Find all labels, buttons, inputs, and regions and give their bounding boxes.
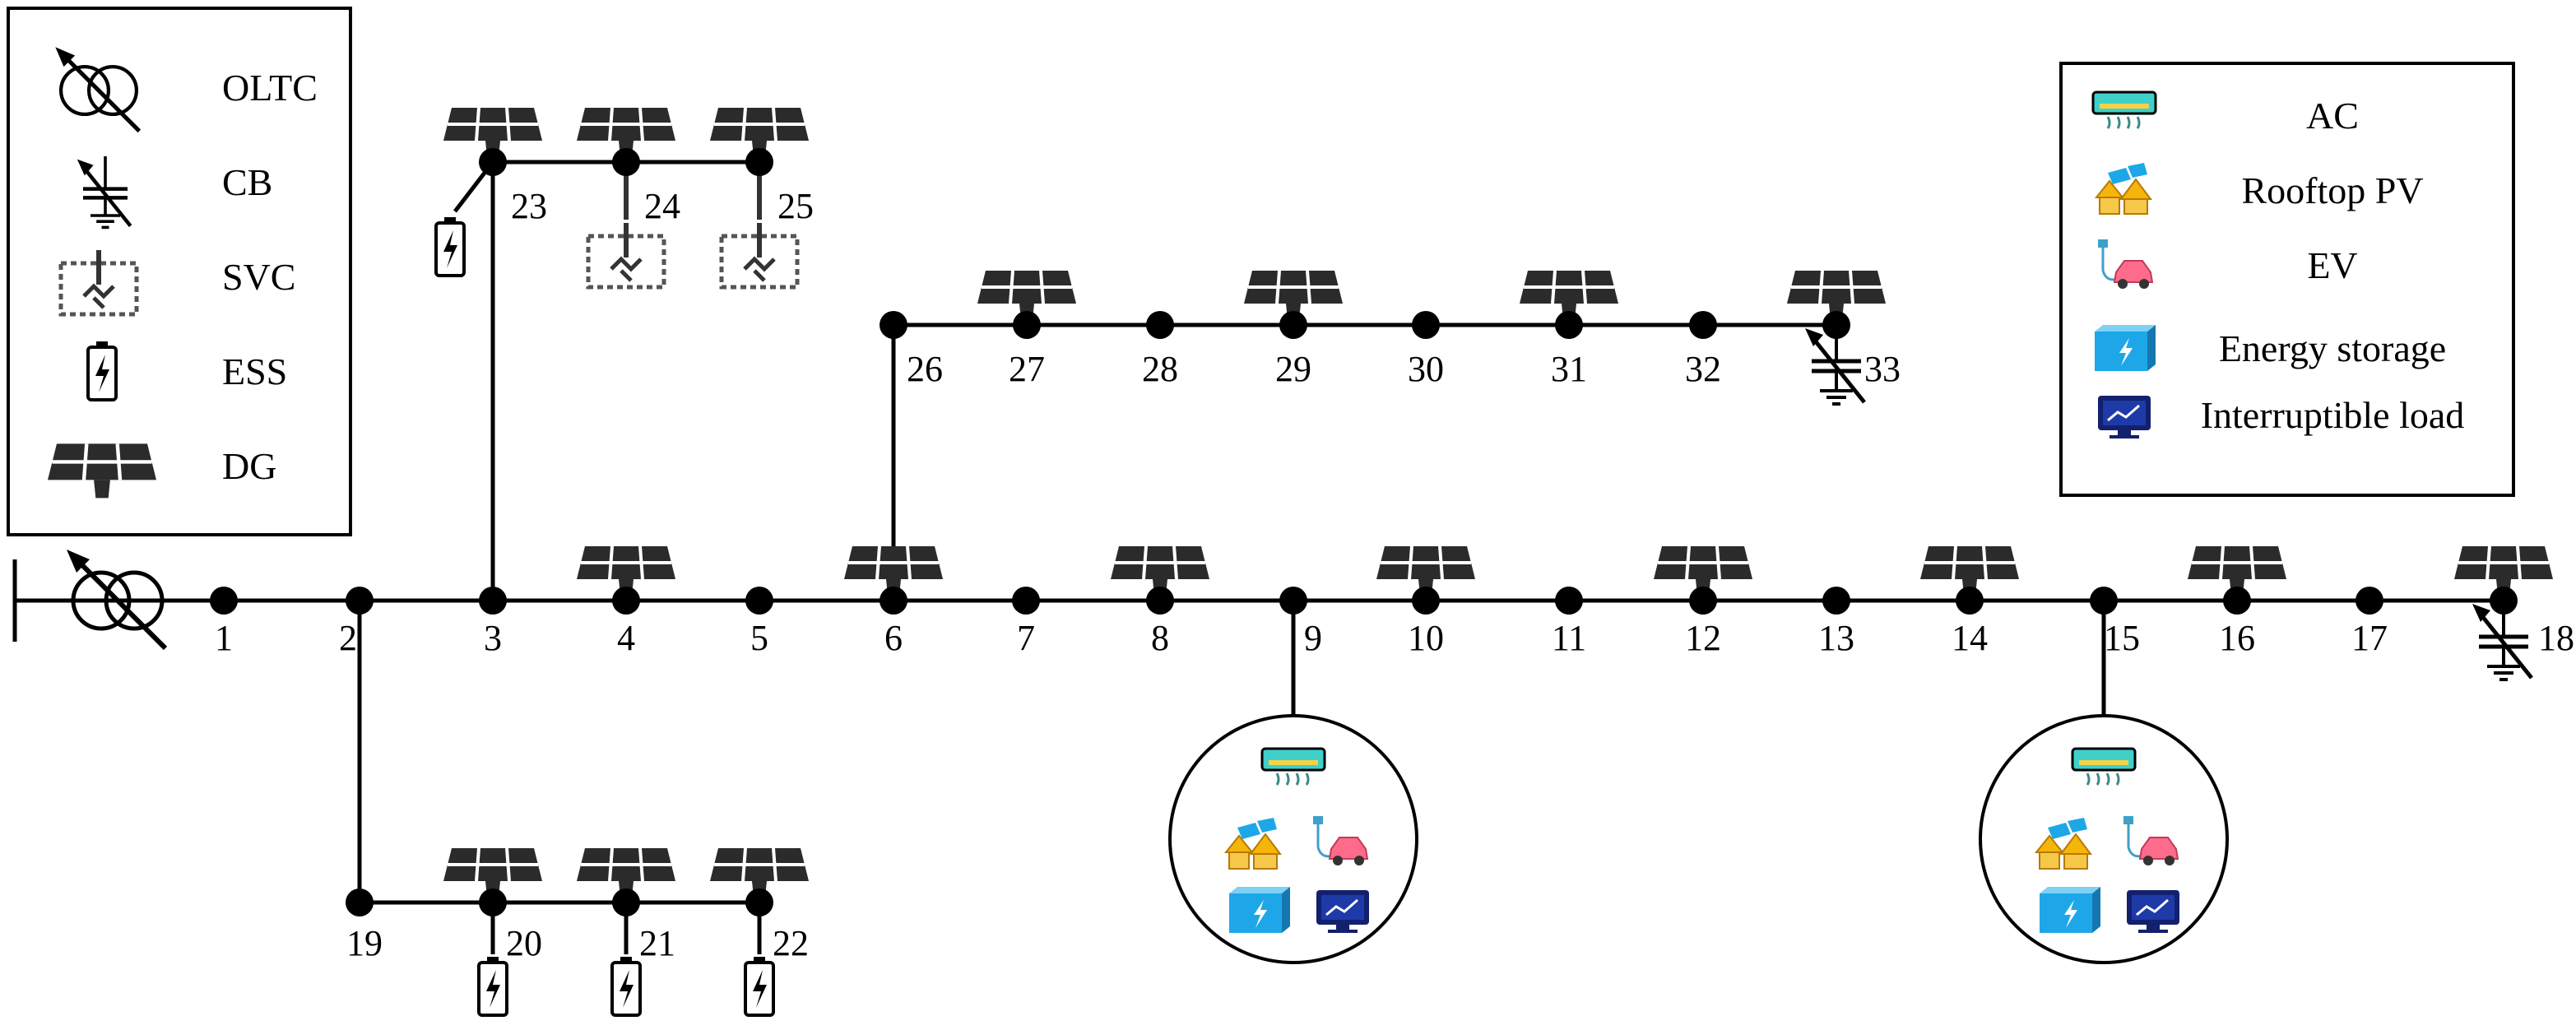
svc-icon <box>588 223 664 287</box>
bus-node-32 <box>1689 311 1717 339</box>
bus-node-28 <box>1146 311 1174 339</box>
bus-label-33: 33 <box>1864 349 1901 389</box>
bus-label-21: 21 <box>639 923 675 963</box>
bus-label-11: 11 <box>1552 618 1586 658</box>
bus-label-1: 1 <box>215 618 233 658</box>
bus-node-4 <box>612 587 640 615</box>
bus-label-8: 8 <box>1151 618 1169 658</box>
bus-node-21 <box>612 888 640 916</box>
bus-node-13 <box>1822 587 1850 615</box>
bus-node-10 <box>1412 587 1440 615</box>
bus-node-26 <box>880 311 907 339</box>
bus-node-2 <box>346 587 374 615</box>
bus-label-16: 16 <box>2219 618 2255 658</box>
bus-node-33 <box>1822 311 1850 339</box>
bus-node-18 <box>2490 587 2518 615</box>
bus-label-6: 6 <box>884 618 903 658</box>
bus-node-9 <box>1279 587 1307 615</box>
bus-label-10: 10 <box>1408 618 1444 658</box>
bus-node-25 <box>745 148 773 176</box>
network-devices <box>434 106 2555 1017</box>
bus-node-30 <box>1412 311 1440 339</box>
bus-node-20 <box>479 888 507 916</box>
ess-icon <box>86 340 118 401</box>
bus-label-9: 9 <box>1304 618 1322 658</box>
bus-node-8 <box>1146 587 1174 615</box>
legend-left: OLTC CB SVC ESS DG <box>48 47 318 498</box>
bus-label-29: 29 <box>1275 349 1311 389</box>
bus-label-30: 30 <box>1408 349 1444 389</box>
ess-icon <box>744 955 775 1017</box>
bus-label-2: 2 <box>339 618 357 658</box>
bus-node-5 <box>745 587 773 615</box>
svc-icon <box>722 223 797 287</box>
legend-svc-label: SVC <box>222 256 295 298</box>
bus-label-4: 4 <box>617 618 635 658</box>
ess-icon <box>610 955 642 1017</box>
bus-label-32: 32 <box>1685 349 1721 389</box>
bus-node-14 <box>1956 587 1984 615</box>
bus-node-12 <box>1689 587 1717 615</box>
bus-label-18: 18 <box>2538 618 2574 658</box>
bus-node-23 <box>479 148 507 176</box>
bus-node-19 <box>346 888 374 916</box>
bus-label-19: 19 <box>346 923 383 963</box>
bus-node-29 <box>1279 311 1307 339</box>
bus-label-17: 17 <box>2351 618 2388 658</box>
bus-node-24 <box>612 148 640 176</box>
legend-ev-label: EV <box>2307 244 2357 286</box>
energy-storage-icon <box>1229 887 1290 933</box>
bus-node-3 <box>479 587 507 615</box>
bus-label-13: 13 <box>1818 618 1854 658</box>
ess-icon <box>434 216 466 277</box>
bus-node-6 <box>880 587 907 615</box>
energy-storage-icon <box>2040 887 2100 933</box>
bus-label-23: 23 <box>511 186 547 226</box>
bus-node-7 <box>1012 587 1040 615</box>
bus-label-15: 15 <box>2104 618 2140 658</box>
legend-dg-label: DG <box>222 445 276 487</box>
bus-node-17 <box>2356 587 2383 615</box>
bus-label-25: 25 <box>777 186 814 226</box>
legend-interruptible-load-label: Interruptible load <box>2201 394 2465 436</box>
bus-label-27: 27 <box>1009 349 1045 389</box>
bus-node-15 <box>2090 587 2118 615</box>
bus-label-20: 20 <box>506 923 542 963</box>
bus-label-14: 14 <box>1952 618 1988 658</box>
energy-storage-icon <box>2095 325 2156 371</box>
legend-energy-storage-label: Energy storage <box>2219 327 2446 369</box>
legend-rooftop-pv-label: Rooftop PV <box>2241 169 2423 211</box>
ess-icon <box>477 955 508 1017</box>
bus-label-26: 26 <box>907 349 943 389</box>
bus-label-7: 7 <box>1017 618 1035 658</box>
bus-label-31: 31 <box>1551 349 1587 389</box>
bus-node-11 <box>1555 587 1583 615</box>
bus-label-3: 3 <box>484 618 502 658</box>
bus-node-16 <box>2223 587 2251 615</box>
legend-ac-label: AC <box>2306 95 2359 137</box>
bus-label-24: 24 <box>644 186 680 226</box>
bus-label-28: 28 <box>1142 349 1178 389</box>
legend-oltc-label: OLTC <box>222 67 318 109</box>
bus-label-12: 12 <box>1685 618 1721 658</box>
bus-node-31 <box>1555 311 1583 339</box>
bus-node-27 <box>1013 311 1041 339</box>
legend-ess-label: ESS <box>222 350 287 392</box>
network-buses <box>210 148 2518 916</box>
legend-cb-label: CB <box>222 161 272 203</box>
bus-node-22 <box>745 888 773 916</box>
bus-label-22: 22 <box>773 923 809 963</box>
bus-node-1 <box>210 587 238 615</box>
bus-label-5: 5 <box>750 618 768 658</box>
legend-right: AC Rooftop PV EV Energy storage Interrup… <box>2091 90 2465 440</box>
